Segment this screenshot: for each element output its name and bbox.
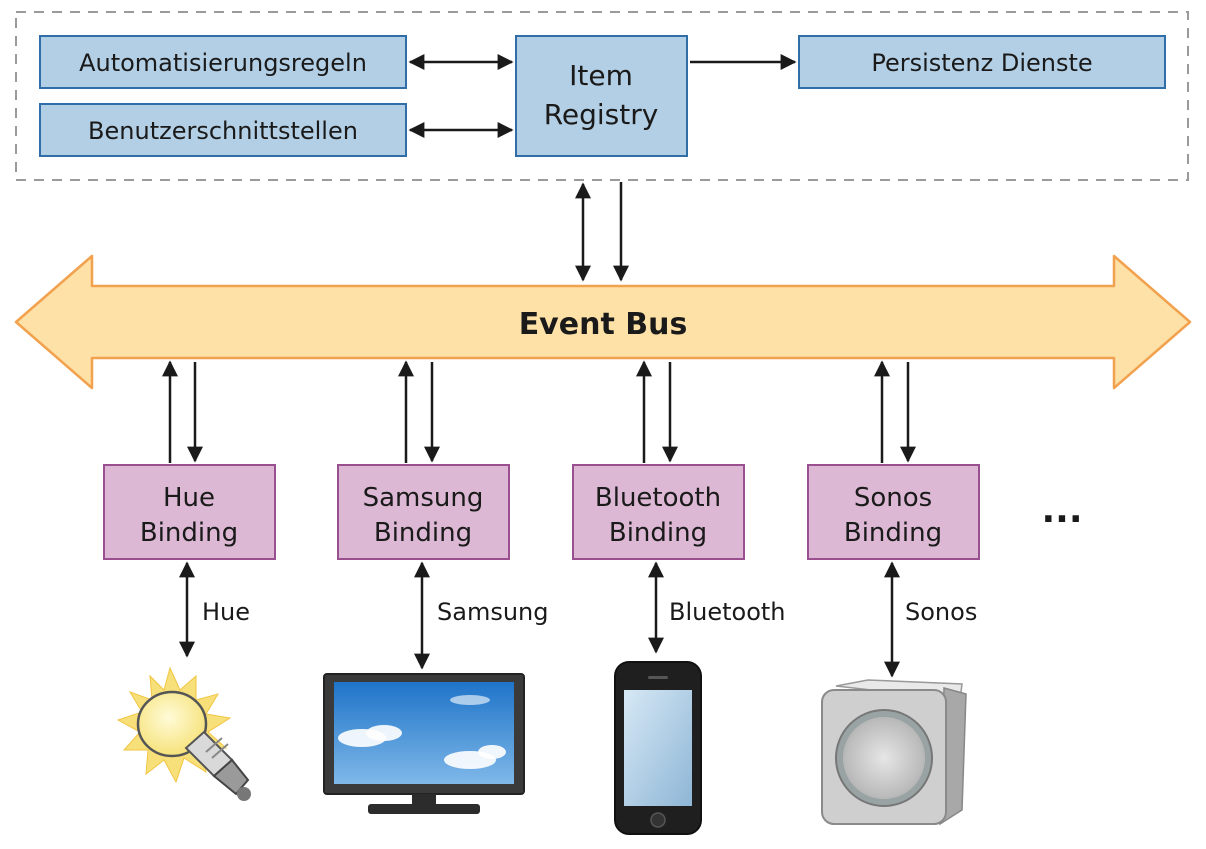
bluetooth-binding-box: Bluetooth Binding [572, 464, 745, 560]
more-bindings-ellipsis: ... [1041, 490, 1082, 531]
hue-binding-line2: Binding [140, 518, 238, 548]
user-interfaces-box: Benutzerschnittstellen [39, 103, 407, 157]
speaker-icon [821, 679, 967, 826]
light-bulb-icon [116, 666, 251, 801]
core-container [15, 11, 1189, 181]
bluetooth-binding-line2: Binding [609, 518, 707, 548]
samsung-binding-line1: Samsung [363, 483, 484, 513]
samsung-binding-box: Samsung Binding [337, 464, 510, 560]
sonos-binding-line1: Sonos [854, 483, 932, 513]
sonos-binding-box: Sonos Binding [807, 464, 980, 560]
smartphone-icon [614, 661, 702, 835]
automation-rules-box: Automatisierungsregeln [39, 35, 407, 89]
hue-binding-line1: Hue [163, 483, 215, 513]
sonos-protocol-label: Sonos [905, 598, 977, 626]
persistence-services-box: Persistenz Dienste [798, 35, 1166, 89]
television-icon [323, 673, 525, 814]
event-bus: Event Bus [14, 254, 1192, 390]
hue-binding-box: Hue Binding [103, 464, 276, 560]
hue-protocol-label: Hue [202, 598, 250, 626]
item-registry-line1: Item [569, 59, 633, 92]
user-interfaces-label: Benutzerschnittstellen [88, 117, 358, 145]
item-registry-box: Item Registry [515, 35, 688, 157]
bluetooth-protocol-label: Bluetooth [669, 598, 786, 626]
samsung-protocol-label: Samsung [437, 598, 548, 626]
event-bus-label: Event Bus [519, 307, 688, 342]
persistence-services-label: Persistenz Dienste [871, 49, 1092, 77]
item-registry-line2: Registry [544, 98, 659, 131]
automation-rules-label: Automatisierungsregeln [79, 49, 367, 77]
bluetooth-binding-line1: Bluetooth [595, 483, 721, 513]
samsung-binding-line2: Binding [374, 518, 472, 548]
sonos-binding-line2: Binding [844, 518, 942, 548]
